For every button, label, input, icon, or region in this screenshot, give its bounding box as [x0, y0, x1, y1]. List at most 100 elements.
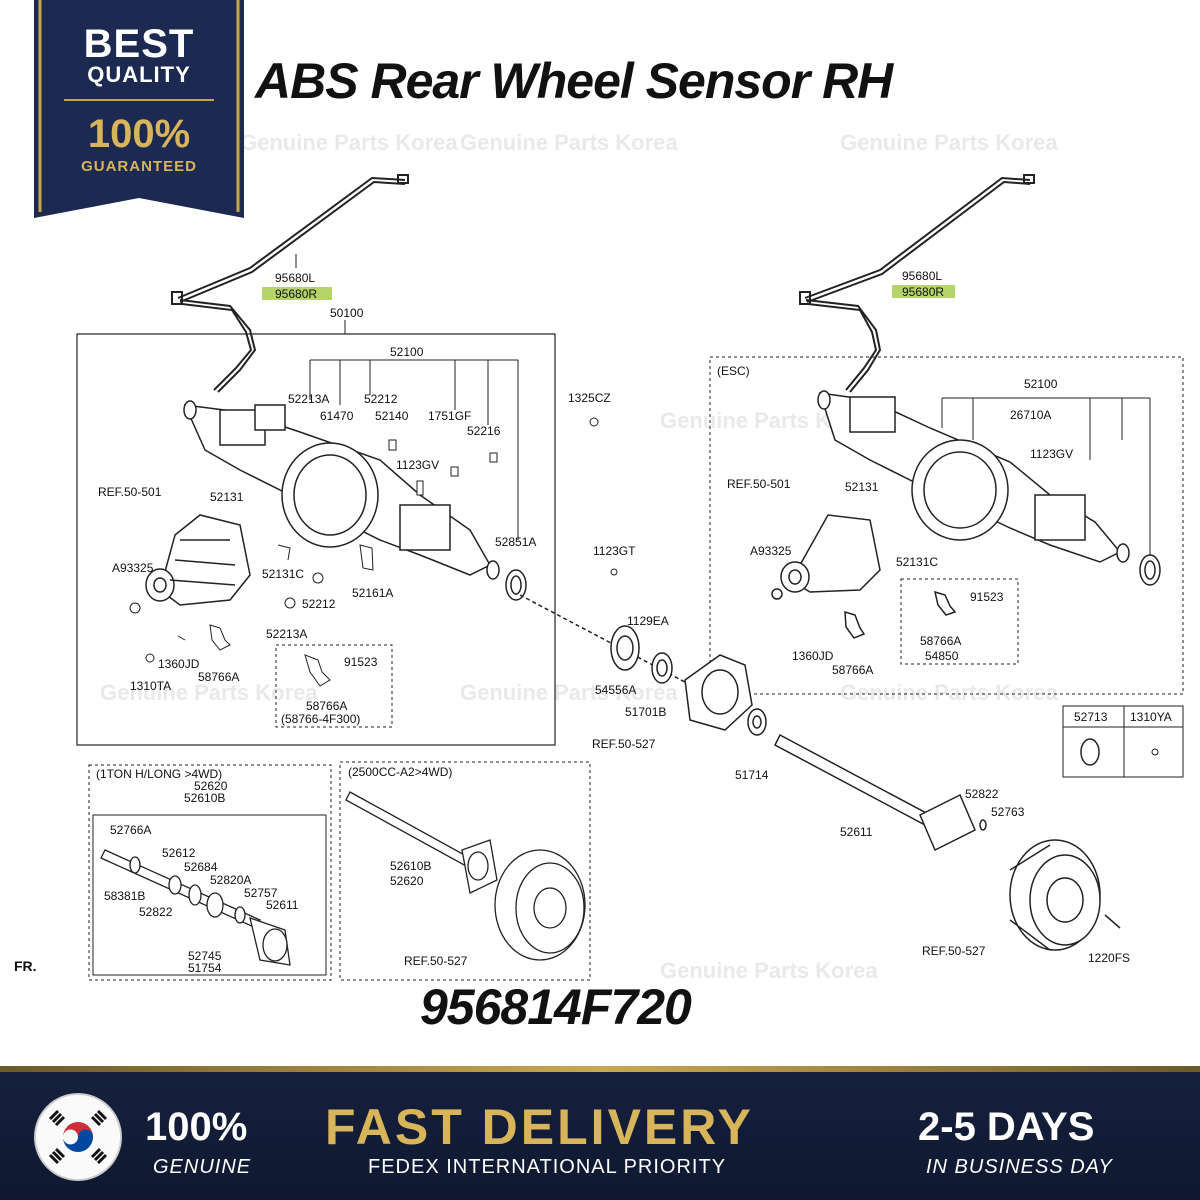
label-ref-50-527: REF.50-527	[404, 954, 468, 968]
label-52763: 52763	[991, 805, 1025, 819]
axle-assembly-box	[76, 333, 556, 746]
fast-delivery-label: FAST DELIVERY	[325, 1099, 754, 1155]
watermark: Genuine Parts Korea	[840, 130, 1058, 155]
label-A93325: A93325	[112, 561, 154, 575]
label-58766-4F300: (58766-4F300)	[281, 712, 360, 726]
label-1129EA: 1129EA	[627, 614, 669, 628]
fedex-label: FEDEX INTERNATIONAL PRIORITY	[368, 1156, 727, 1178]
label-52131: 52131	[845, 480, 879, 494]
label-52822: 52822	[965, 787, 999, 801]
label-95680L: 95680L	[902, 269, 942, 283]
label-ref-50-527: REF.50-527	[922, 944, 986, 958]
box2-title: (2500CC-A2>4WD)	[348, 765, 452, 779]
esc-note: (ESC)	[717, 364, 750, 378]
label-ref-50-501: REF.50-501	[98, 485, 162, 499]
label-1123GT: 1123GT	[593, 544, 636, 558]
label-95680R: 95680R	[902, 285, 944, 299]
part-number: 956814F720	[420, 979, 692, 1035]
label-52100: 52100	[1024, 377, 1058, 391]
label-91523: 91523	[344, 655, 378, 669]
business-day-label: IN BUSINESS DAY	[926, 1156, 1113, 1178]
label-95680L: 95680L	[275, 271, 315, 285]
label-61470: 61470	[320, 409, 354, 423]
label-ref-50-527: REF.50-527	[592, 737, 656, 751]
label-95680R: 95680R	[275, 287, 317, 301]
badge-quality: QUALITY	[87, 62, 191, 87]
label-54850: 54850	[925, 649, 959, 663]
label-52161A: 52161A	[352, 586, 393, 600]
sensor-highlight	[262, 287, 332, 300]
box1-title: (1TON H/LONG >4WD)	[96, 767, 222, 781]
label-1123GV: 1123GV	[396, 458, 439, 472]
watermark: Genuine Parts Korea	[240, 130, 458, 155]
label-52131C: 52131C	[896, 555, 938, 569]
esc-axle-drawing	[771, 390, 1161, 639]
genuine-percent: 100%	[145, 1105, 248, 1149]
right-sensor-cable	[799, 174, 1035, 393]
label-1751GF: 1751GF	[428, 409, 471, 423]
label-52213A: 52213A	[288, 392, 329, 406]
korea-flag-icon	[36, 1095, 120, 1179]
label-52100: 52100	[390, 345, 424, 359]
label-52213A: 52213A	[266, 627, 307, 641]
label-52822: 52822	[139, 905, 173, 919]
label-51754: 51754	[188, 961, 222, 975]
badge-100: 100%	[87, 112, 191, 156]
box2-shaft-drawing	[345, 791, 586, 961]
watermark: Genuine Parts Korea	[840, 680, 1058, 705]
label-58766A: 58766A	[920, 634, 961, 648]
label-1325CZ: 1325CZ	[568, 391, 611, 405]
label-52610B: 52610B	[184, 791, 225, 805]
label-52131C: 52131C	[262, 567, 304, 581]
inset-box	[900, 578, 1019, 665]
label-52611: 52611	[840, 825, 873, 839]
label-58766A: 58766A	[306, 699, 347, 713]
table-header-1310YA: 1310YA	[1130, 710, 1172, 724]
variant-box-1ton	[88, 764, 332, 981]
inset-box	[275, 644, 393, 728]
label-50100: 50100	[330, 306, 364, 320]
label-52216: 52216	[467, 424, 501, 438]
banner-stripe	[0, 1066, 1200, 1072]
label-1123GV: 1123GV	[1030, 447, 1073, 461]
label-52757: 52757	[244, 886, 278, 900]
best-quality-badge: BEST QUALITY 100% GUARANTEED	[34, 0, 244, 218]
table-header-52713: 52713	[1074, 710, 1108, 724]
parts-table	[1062, 705, 1184, 778]
label-52131: 52131	[210, 490, 244, 504]
label-52620: 52620	[390, 874, 424, 888]
label-52611: 52611	[266, 898, 299, 912]
label-52620: 52620	[194, 779, 228, 793]
label-52140: 52140	[375, 409, 409, 423]
small-parts	[129, 417, 618, 663]
label-51701B: 51701B	[625, 705, 666, 719]
label-52851A: 52851A	[495, 535, 536, 549]
label-58766A: 58766A	[198, 670, 239, 684]
hub-shaft-drawing	[519, 594, 1121, 951]
watermark: Genuine Parts Korea	[460, 680, 678, 705]
label-1310TA: 1310TA	[130, 679, 171, 693]
box1-inner	[92, 814, 327, 976]
label-52612: 52612	[162, 846, 196, 860]
label-91523: 91523	[970, 590, 1004, 604]
box1-shaft-drawing	[100, 849, 291, 966]
label-52745: 52745	[188, 949, 222, 963]
label-51714: 51714	[735, 768, 769, 782]
sensor-highlight	[892, 285, 955, 298]
label-26710A: 26710A	[1010, 408, 1051, 422]
label-ref-50-501: REF.50-501	[727, 477, 791, 491]
label-52820A: 52820A	[210, 873, 251, 887]
watermark: Genuine Parts Korea	[660, 958, 878, 983]
label-54556A: 54556A	[595, 683, 636, 697]
delivery-banner	[0, 1066, 1200, 1200]
label-52684: 52684	[184, 860, 218, 874]
page-title: ABS Rear Wheel Sensor RH	[255, 53, 893, 109]
axle-housing-drawing	[145, 400, 527, 606]
badge-guaranteed: GUARANTEED	[81, 158, 197, 175]
label-1360JD: 1360JD	[792, 649, 834, 663]
watermark: Genuine Parts Korea	[460, 130, 678, 155]
label-1360JD: 1360JD	[158, 657, 200, 671]
genuine-label: GENUINE	[153, 1156, 252, 1178]
days-label: 2-5 DAYS	[918, 1105, 1095, 1149]
